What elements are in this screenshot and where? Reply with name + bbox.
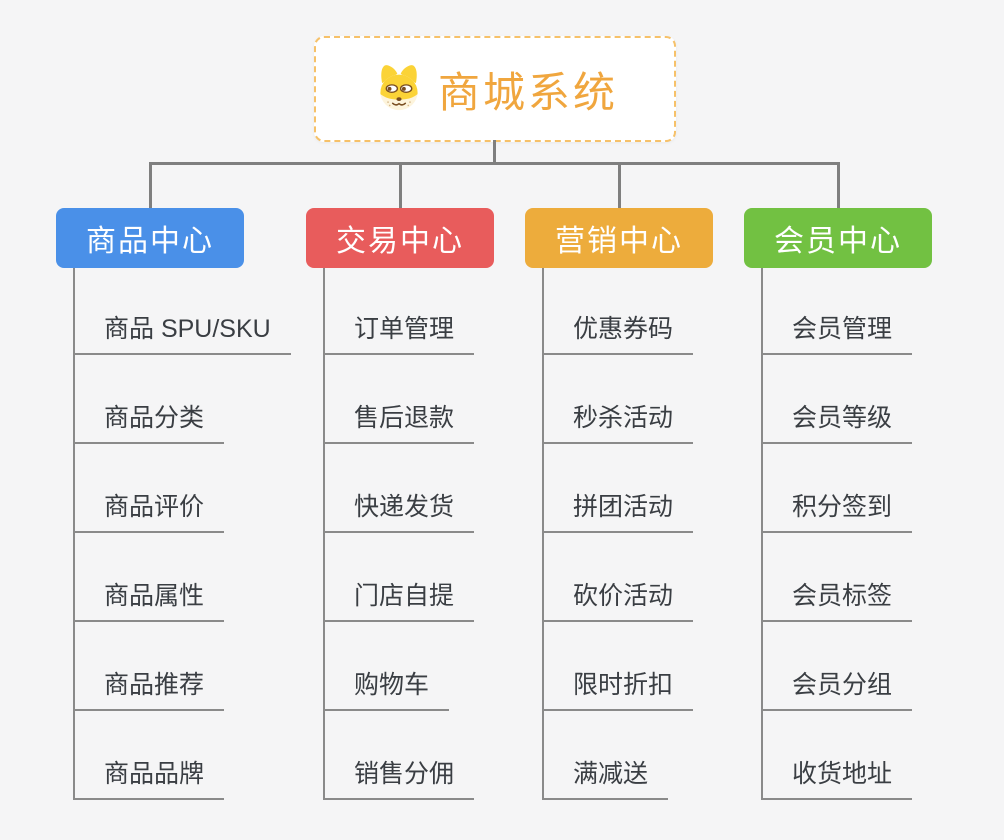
- subtopic-node[interactable]: 会员分组: [761, 665, 913, 711]
- branch-goods-center: 商品中心 商品 SPU/SKU 商品分类 商品评价 商品属性 商品推荐 商品品牌: [56, 208, 291, 800]
- subtopic-node[interactable]: 商品属性: [73, 576, 225, 622]
- connector-drop-member: [837, 162, 840, 211]
- branch-marketing-center: 营销中心 优惠券码 秒杀活动 拼团活动 砍价活动 限时折扣 满减送: [525, 208, 713, 800]
- doge-icon: [372, 62, 426, 116]
- branch-member-center: 会员中心 会员管理 会员等级 积分签到 会员标签 会员分组 收货地址: [744, 208, 932, 800]
- branch-node-goods-center[interactable]: 商品中心: [56, 208, 244, 268]
- branch-marketing-subtree: 优惠券码 秒杀活动 拼团活动 砍价活动 限时折扣 满减送: [542, 268, 772, 808]
- branch-trade-subtree: 订单管理 售后退款 快递发货 门店自提 购物车 销售分佣: [323, 268, 553, 808]
- connector-drop-trade: [399, 162, 402, 211]
- subtopic-node[interactable]: 商品 SPU/SKU: [73, 309, 291, 355]
- branch-marketing-line: [542, 268, 544, 800]
- branch-goods-subtree: 商品 SPU/SKU 商品分类 商品评价 商品属性 商品推荐 商品品牌: [73, 268, 303, 808]
- root-topic-node[interactable]: 商城系统: [314, 36, 676, 142]
- subtopic-node[interactable]: 会员等级: [761, 398, 913, 444]
- subtopic-node[interactable]: 商品推荐: [73, 665, 225, 711]
- subtopic-node[interactable]: 满减送: [542, 754, 669, 800]
- connector-rail: [149, 162, 840, 165]
- root-topic-title: 商城系统: [437, 68, 618, 116]
- subtopic-node[interactable]: 快递发货: [323, 487, 475, 533]
- subtopic-node[interactable]: 购物车: [323, 665, 450, 711]
- subtopic-node[interactable]: 门店自提: [323, 576, 475, 622]
- subtopic-node[interactable]: 拼团活动: [542, 487, 694, 533]
- subtopic-node[interactable]: 砍价活动: [542, 576, 694, 622]
- subtopic-node[interactable]: 销售分佣: [323, 754, 475, 800]
- branch-node-member-center[interactable]: 会员中心: [744, 208, 932, 268]
- branch-node-trade-center[interactable]: 交易中心: [306, 208, 494, 268]
- branch-trade-line: [323, 268, 325, 800]
- subtopic-node[interactable]: 商品分类: [73, 398, 225, 444]
- subtopic-node[interactable]: 优惠券码: [542, 309, 694, 355]
- subtopic-node[interactable]: 限时折扣: [542, 665, 694, 711]
- connector-drop-marketing: [618, 162, 621, 211]
- branch-member-subtree: 会员管理 会员等级 积分签到 会员标签 会员分组 收货地址: [761, 268, 991, 808]
- branch-goods-line: [73, 268, 75, 800]
- subtopic-node[interactable]: 售后退款: [323, 398, 475, 444]
- branch-node-marketing-center[interactable]: 营销中心: [525, 208, 713, 268]
- subtopic-node[interactable]: 积分签到: [761, 487, 913, 533]
- subtopic-node[interactable]: 秒杀活动: [542, 398, 694, 444]
- branch-trade-center: 交易中心 订单管理 售后退款 快递发货 门店自提 购物车 销售分佣: [306, 208, 494, 800]
- subtopic-node[interactable]: 收货地址: [761, 754, 913, 800]
- subtopic-node[interactable]: 会员管理: [761, 309, 913, 355]
- connector-root-stem: [493, 140, 496, 164]
- subtopic-node[interactable]: 订单管理: [323, 309, 475, 355]
- branch-member-line: [761, 268, 763, 800]
- connector-drop-goods: [149, 162, 152, 211]
- subtopic-node[interactable]: 会员标签: [761, 576, 913, 622]
- subtopic-node[interactable]: 商品评价: [73, 487, 225, 533]
- subtopic-node[interactable]: 商品品牌: [73, 754, 225, 800]
